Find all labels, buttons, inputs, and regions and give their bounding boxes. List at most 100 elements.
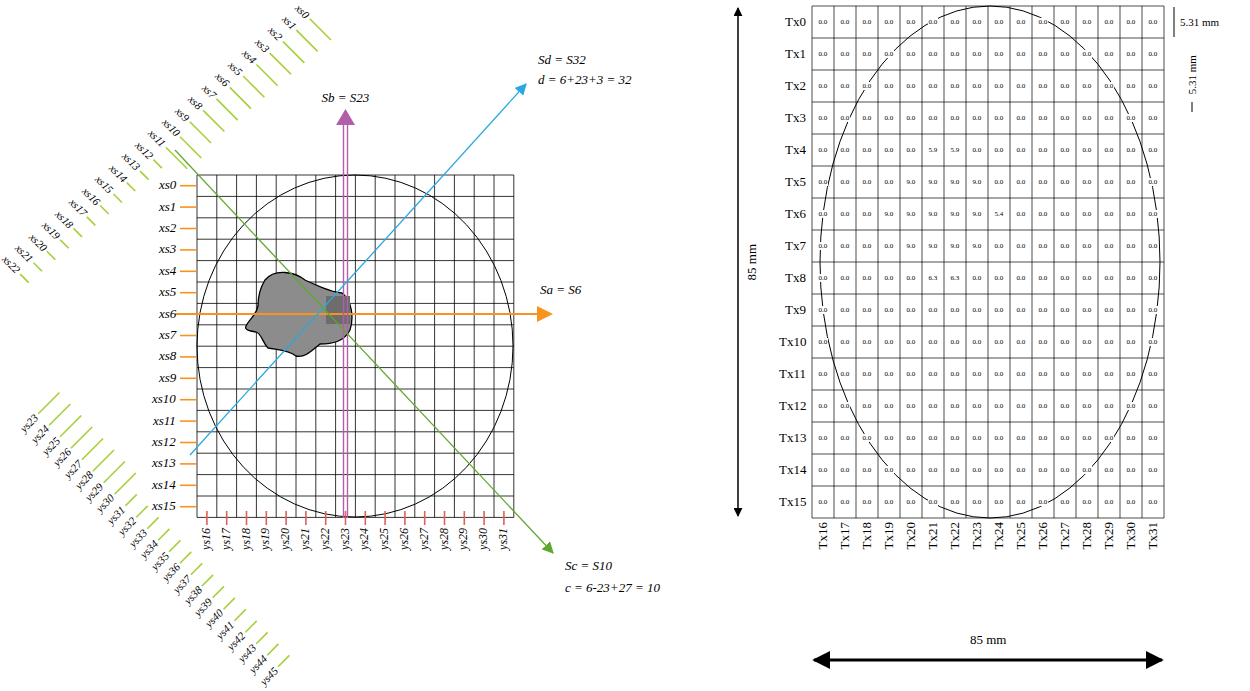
table-cell: 0.0 (818, 434, 829, 442)
table-cell: 0.0 (862, 434, 873, 442)
row-projection-label: xs5 (159, 285, 176, 300)
sensor-row-label: Tx1 (785, 47, 806, 62)
projection-leader (278, 655, 289, 666)
projection-formula: Sa = S6 (540, 283, 581, 298)
table-cell: 0.0 (1082, 434, 1093, 442)
row-projection-label: xs3 (159, 242, 176, 257)
table-cell: 0.0 (1104, 242, 1115, 250)
projection-leader (153, 160, 161, 168)
sensor-row-label: Tx14 (779, 463, 806, 478)
table-cell: 0.0 (1016, 242, 1027, 250)
arrowhead (537, 306, 553, 322)
table-cell: 0.0 (1016, 274, 1027, 282)
table-cell: 0.0 (1060, 210, 1071, 218)
table-cell: 0.0 (1148, 402, 1159, 410)
table-cell: 0.0 (884, 50, 895, 58)
table-cell: 0.0 (950, 370, 961, 378)
table-cell: 0.0 (1148, 82, 1159, 90)
table-cell: 0.0 (1126, 274, 1137, 282)
projection-leader (93, 450, 114, 471)
table-cell: 0.0 (862, 210, 873, 218)
projection-formula: Sd = S32 (538, 53, 586, 68)
table-cell: 0.0 (906, 50, 917, 58)
table-cell: 0.0 (994, 18, 1005, 26)
projection-leader (224, 598, 235, 609)
table-cell: 0.0 (1104, 402, 1115, 410)
table-cell: 0.0 (1038, 498, 1049, 506)
row-projection-label: xs14 (152, 478, 176, 493)
projection-leader (113, 194, 121, 202)
table-cell: 0.0 (1016, 434, 1027, 442)
dimension-label: 5.31 mm (1186, 55, 1199, 94)
table-cell: 0.0 (840, 178, 851, 186)
table-cell: 0.0 (840, 338, 851, 346)
table-cell: 9.0 (928, 178, 939, 186)
table-cell: 0.0 (840, 210, 851, 218)
row-projection-label: xs2 (159, 221, 176, 236)
table-cell: 0.0 (994, 242, 1005, 250)
table-cell: 0.0 (972, 466, 983, 474)
table-cell: 0.0 (928, 466, 939, 474)
table-cell: 0.0 (994, 498, 1005, 506)
table-cell: 0.0 (1082, 178, 1093, 186)
projection-leader (256, 632, 267, 643)
table-cell: 0.0 (862, 50, 873, 58)
table-cell: 0.0 (1016, 114, 1027, 122)
table-cell: 0.0 (928, 498, 939, 506)
table-cell: 0.0 (906, 146, 917, 154)
table-cell: 0.0 (972, 402, 983, 410)
sensor-row-label: Tx12 (779, 399, 806, 414)
projection-leader (87, 217, 95, 225)
table-cell: 0.0 (1082, 466, 1093, 474)
table-cell: 9.0 (972, 210, 983, 218)
table-cell: 9.0 (928, 210, 939, 218)
column-projection-label: ys29 (457, 528, 471, 550)
table-cell: 0.0 (1148, 306, 1159, 314)
table-cell: 0.0 (972, 82, 983, 90)
column-projection-label: ys26 (398, 528, 412, 550)
table-cell: 0.0 (862, 466, 873, 474)
dimension-arrow (814, 659, 1162, 662)
table-cell: 0.0 (950, 434, 961, 442)
column-projection-label: ys28 (438, 528, 452, 550)
table-cell: 0.0 (1060, 178, 1071, 186)
row-projection-label: xs7 (159, 328, 176, 343)
table-cell: 0.0 (1148, 18, 1159, 26)
row-projection-label: xs9 (159, 371, 176, 386)
table-cell: 9.0 (950, 178, 961, 186)
sensor-column-label: Tx18 (860, 522, 875, 549)
table-cell: 0.0 (906, 18, 917, 26)
table-cell: 0.0 (1082, 114, 1093, 122)
projection-leader (230, 87, 251, 108)
table-cell: 0.0 (906, 306, 917, 314)
table-cell: 0.0 (1148, 434, 1159, 442)
table-cell: 0.0 (862, 274, 873, 282)
sensor-row-label: Tx15 (779, 495, 806, 510)
table-cell: 0.0 (1104, 498, 1115, 506)
table-cell: 0.0 (906, 466, 917, 474)
table-cell: 0.0 (994, 178, 1005, 186)
table-cell: 5.9 (950, 146, 961, 154)
table-cell: 0.0 (1016, 210, 1027, 218)
projection-leader (38, 393, 59, 414)
projection-leader (203, 110, 224, 131)
table-cell: 0.0 (884, 338, 895, 346)
field-circle (197, 175, 513, 517)
table-cell: 0.0 (1126, 498, 1137, 506)
table-cell: 0.0 (1038, 50, 1049, 58)
row-projection-label: xs11 (153, 414, 176, 429)
table-cell: 0.0 (1148, 338, 1159, 346)
table-cell: 0.0 (1126, 402, 1137, 410)
table-cell: 0.0 (862, 498, 873, 506)
sensor-column-label: Tx31 (1146, 522, 1161, 549)
table-cell: 0.0 (884, 114, 895, 122)
table-cell: 0.0 (928, 50, 939, 58)
diagonal-projection-label: xs6 (213, 70, 232, 89)
sensor-row-label: Tx5 (785, 175, 806, 190)
column-projection-label: ys19 (259, 528, 273, 550)
projection-leader (60, 240, 68, 248)
table-cell: 0.0 (884, 18, 895, 26)
diagonal-projection-label: xs8 (186, 93, 205, 112)
table-cell: 0.0 (1082, 274, 1093, 282)
